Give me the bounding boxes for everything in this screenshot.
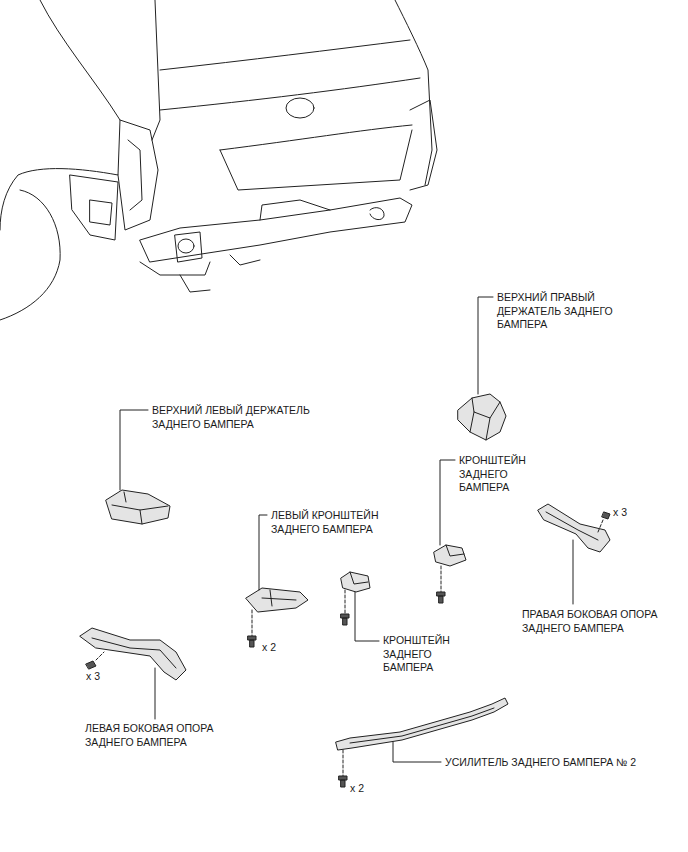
part-name: КРОНШТЕЙН ЗАДНЕГО БАМПЕРА: [383, 634, 461, 675]
quantity-mark: x 2: [350, 782, 364, 796]
reinforcement-detail: [350, 708, 494, 743]
part-name: ЛЕВАЯ БОКОВАЯ ОПОРА ЗАДНЕГО БАМПЕРА: [85, 722, 237, 749]
leader-lines: [120, 297, 573, 762]
quantity-mark: x 3: [613, 506, 627, 520]
upper-left-holder: [106, 490, 170, 524]
lower-bracket-detail: [350, 572, 368, 584]
part-name: ЛЕВЫЙ КРОНШТЕЙН ЗАДНЕГО БАМПЕРА: [271, 509, 396, 536]
part-name: ПРАВАЯ БОКОВАЯ ОПОРА ЗАДНЕГО БАМПЕРА: [522, 608, 674, 635]
vehicle-outline: [0, 0, 437, 320]
upper-bracket: [434, 545, 466, 566]
upper-right-holder-detail: [470, 398, 500, 440]
upper-right-holder: [458, 394, 506, 440]
bumper-parts: [80, 394, 610, 750]
right-side-support-detail: [546, 512, 598, 540]
bolts: [86, 512, 610, 787]
upper-bracket-detail: [446, 545, 464, 556]
upper-left-holder-detail: [112, 492, 168, 524]
part-name: ВЕРХНИЙ ПРАВЫЙ ДЕРЖАТЕЛЬ ЗАДНЕГО БАМПЕРА: [497, 291, 629, 332]
left-side-support-detail: [92, 638, 176, 668]
left-bracket-detail: [262, 590, 296, 606]
lower-bracket: [341, 572, 370, 592]
part-name: КРОНШТЕЙН ЗАДНЕГО БАМПЕРА: [459, 454, 537, 495]
part-name: УСИЛИТЕЛЬ ЗАДНЕГО БАМПЕРА № 2: [445, 756, 636, 770]
left-bracket: [246, 588, 308, 612]
quantity-mark: x 3: [86, 670, 100, 684]
reinforcement: [336, 698, 508, 750]
quantity-mark: x 2: [262, 641, 276, 655]
part-name: ВЕРХНИЙ ЛЕВЫЙ ДЕРЖАТЕЛЬ ЗАДНЕГО БАМПЕРА: [152, 404, 332, 431]
right-side-support: [538, 504, 610, 552]
